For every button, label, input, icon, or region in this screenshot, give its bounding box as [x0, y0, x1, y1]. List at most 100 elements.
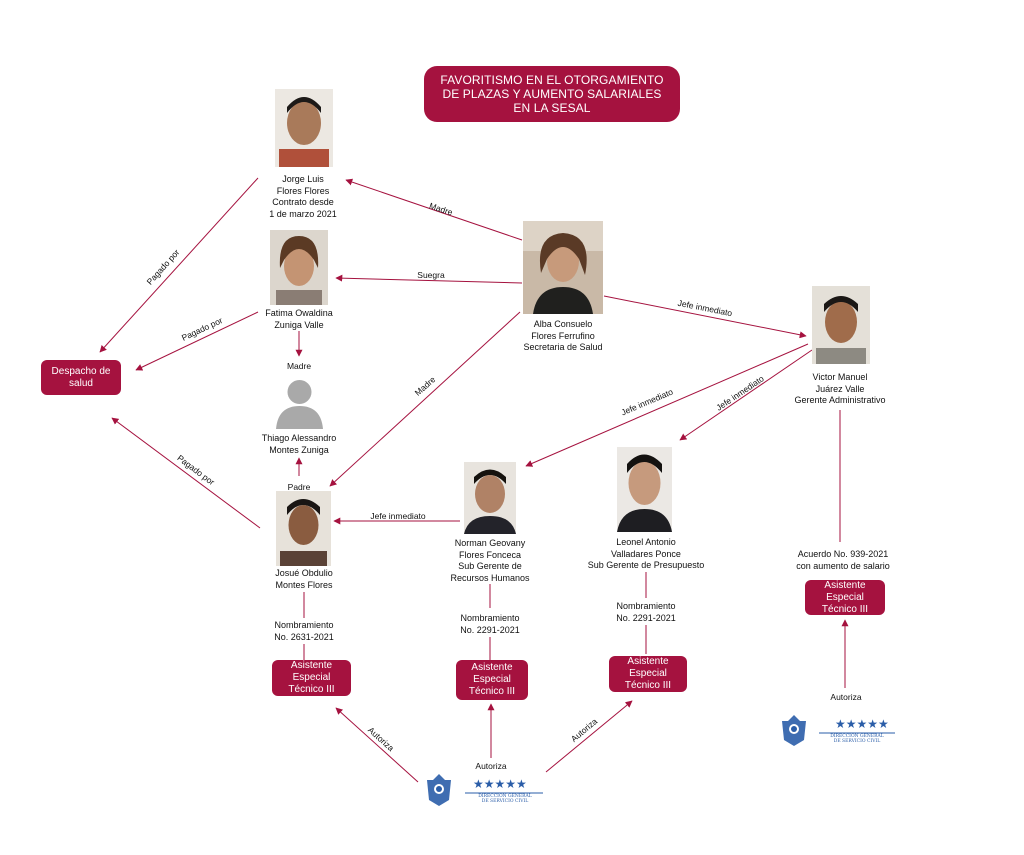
name-line: Thiago Alessandro [261, 433, 337, 443]
photo-alba [523, 221, 603, 314]
nombramiento-label: Nombramiento [616, 601, 676, 611]
nombramiento-number: No. 2291-2021 [616, 612, 676, 623]
caption-alba: Alba Consuelo Flores Ferrufino Secretari… [523, 319, 602, 354]
edge-label-padre: Padre [287, 482, 311, 492]
photo-fatima [270, 230, 328, 305]
asistente-box-norman: Asistente Especial Técnico III [456, 660, 528, 700]
name-line: Josué Obdulio [275, 568, 333, 578]
nombramiento-label: Nombramiento [460, 613, 520, 623]
name-line: Flores Flores [276, 185, 330, 196]
name-line: Norman Geovany [454, 538, 526, 548]
asistente-box-victor: Asistente Especial Técnico III [805, 580, 885, 615]
title-line-2: DE PLAZAS Y AUMENTO SALARIALES [442, 87, 662, 101]
nombramiento-leonel: Nombramiento No. 2291-2021 [616, 601, 676, 624]
photo-norman [464, 462, 516, 534]
coat-of-arms-icon [427, 774, 451, 806]
stars-icon: ★★★★★ [473, 777, 527, 791]
title-line-1: FAVORITISMO EN EL OTORGAMIENTO [440, 73, 664, 87]
edge-alba-josue [329, 311, 521, 487]
acuerdo-detail: con aumento de salario [796, 560, 890, 571]
nombramiento-josue: Nombramiento No. 2631-2021 [274, 620, 334, 643]
edge-label-madre-fatima: Madre [286, 361, 312, 371]
box-line: salud [69, 377, 93, 389]
box-line: Técnico III [624, 680, 672, 691]
acuerdo-victor: Acuerdo No. 939-2021 con aumento de sala… [796, 549, 890, 572]
box-line: Asistente Especial [290, 660, 333, 683]
nombramiento-norman: Nombramiento No. 2291-2021 [460, 613, 520, 636]
box-line: Asistente Especial [824, 579, 866, 603]
caption-norman: Norman Geovany Flores Fonceca Sub Gerent… [450, 538, 529, 584]
edge-label-suegra: Suegra [417, 270, 445, 280]
svg-text:★★★★★: ★★★★★ [835, 717, 889, 731]
caption-jorge: Jorge Luis Flores Flores Contrato desde … [269, 174, 337, 220]
edge-alba-victor [603, 295, 807, 339]
name-line: Valladares Ponce [611, 548, 681, 559]
name-line: Montes Zuniga [269, 444, 329, 455]
logo-text-right: DIRECCIÓN GENERAL DE SERVICIO CIVIL [819, 734, 895, 744]
name-line: Alba Consuelo [533, 319, 593, 329]
svg-text:★★★★★: ★★★★★ [473, 777, 527, 791]
asistente-box-josue: Asistente Especial Técnico III [272, 660, 351, 696]
title-line-3: EN LA SESAL [513, 101, 591, 115]
box-line: Despacho de [51, 365, 111, 377]
edge-alba-fatima [335, 274, 523, 284]
nombramiento-number: No. 2631-2021 [274, 631, 334, 642]
edge-alba-jorge [345, 178, 523, 241]
name-line: Juárez Valle [815, 383, 865, 394]
detail-line: Contrato desde [272, 197, 334, 207]
edge-victor-leonel [679, 349, 813, 441]
detail-line: Secretaria de Salud [523, 342, 603, 352]
despacho-de-salud-box: Despacho de salud [41, 360, 121, 395]
photo-josue [276, 491, 331, 566]
edge-label-autoriza-victor: Autoriza [830, 692, 862, 702]
edge-fatima-despacho [135, 311, 259, 371]
logo-text-line: DE SERVICIO CIVIL [481, 799, 529, 804]
avatar-placeholder-thiago [272, 374, 327, 429]
box-line: Asistente Especial [627, 656, 669, 679]
name-line: Victor Manuel [812, 372, 868, 382]
name-line: Leonel Antonio [616, 537, 676, 547]
detail-line: 1 de marzo 2021 [269, 208, 337, 219]
logo-text-line: DE SERVICIO CIVIL [833, 739, 881, 744]
servicio-civil-logo-bottom: ★★★★★ DIRECCIÓN GENERAL DE SERVICIO CIVI… [425, 772, 547, 808]
coat-of-arms-icon [782, 715, 806, 746]
detail-line: Gerente Administrativo [794, 395, 886, 405]
logo-text-line: DIRECCIÓN GENERAL [830, 734, 884, 739]
box-line: Técnico III [468, 686, 516, 697]
diagram-title: FAVORITISMO EN EL OTORGAMIENTO DE PLAZAS… [424, 66, 680, 122]
name-line: Zuniga Valle [274, 319, 324, 330]
name-line: Flores Fonceca [458, 549, 522, 560]
asistente-box-leonel: Asistente Especial Técnico III [609, 656, 687, 692]
edge-label-autoriza-norman: Autoriza [475, 761, 507, 771]
box-line: Técnico III [821, 603, 869, 615]
name-line: Fatima Owaldina [265, 308, 333, 318]
edge-josue-despacho [111, 417, 261, 529]
caption-leonel: Leonel Antonio Valladares Ponce Sub Gere… [588, 537, 705, 572]
edge-autoriza-leonel [545, 700, 633, 773]
caption-thiago: Thiago Alessandro Montes Zuniga [262, 433, 337, 456]
caption-josue: Josué Obdulio Montes Flores [275, 568, 333, 591]
caption-fatima: Fatima Owaldina Zuniga Valle [265, 308, 333, 331]
nombramiento-label: Nombramiento [274, 620, 334, 630]
box-line: Técnico III [288, 684, 335, 695]
stars-icon: ★★★★★ [835, 717, 889, 731]
name-line: Montes Flores [275, 579, 333, 590]
nombramiento-number: No. 2291-2021 [460, 624, 520, 635]
detail-line: Recursos Humanos [450, 572, 530, 583]
name-line: Flores Ferrufino [531, 330, 595, 341]
photo-leonel [617, 447, 672, 532]
logo-text-line: DIRECCIÓN GENERAL [478, 794, 532, 799]
acuerdo-number: Acuerdo No. 939-2021 [797, 549, 889, 559]
edge-victor-norman [525, 343, 809, 467]
photo-victor [812, 286, 870, 364]
caption-victor: Victor Manuel Juárez Valle Gerente Admin… [794, 372, 885, 407]
servicio-civil-logo-right: ★★★★★ DIRECCIÓN GENERAL DE SERVICIO CIVI… [781, 713, 897, 747]
logo-text-bottom: DIRECCIÓN GENERAL DE SERVICIO CIVIL [465, 794, 545, 804]
edge-autoriza-josue [335, 707, 419, 783]
detail-line: Sub Gerente de Presupuesto [587, 560, 705, 570]
box-line: Asistente Especial [471, 662, 513, 685]
edge-label-jefe-norman-josue: Jefe inmediato [370, 511, 426, 521]
edges [99, 177, 849, 783]
photo-jorge [275, 89, 333, 167]
